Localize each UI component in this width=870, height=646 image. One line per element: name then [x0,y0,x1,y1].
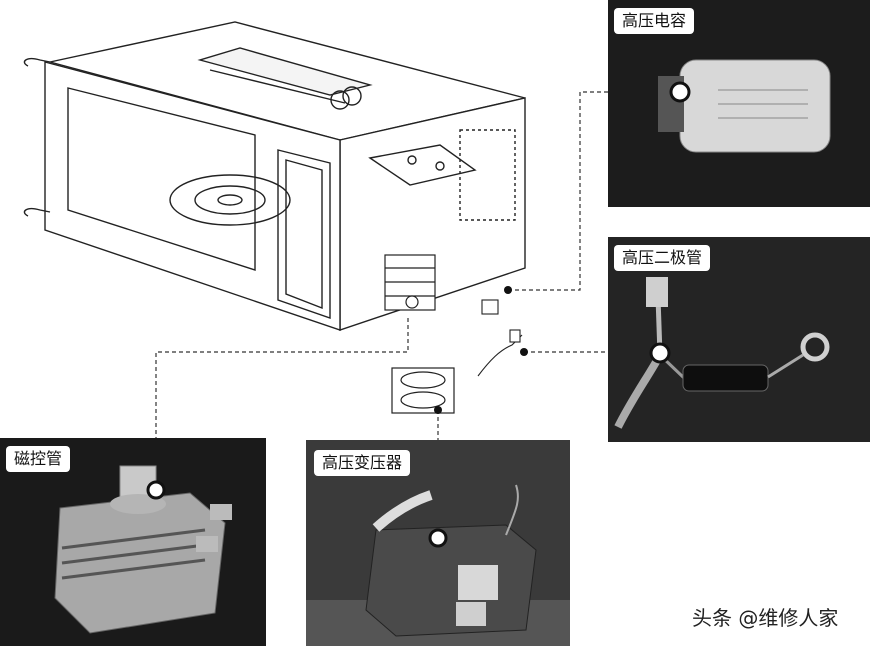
diode-label: 高压二极管 [614,245,711,271]
capacitor-photo: 高压电容 [608,0,870,207]
capacitor-label: 高压电容 [614,8,695,34]
diode-image [608,237,870,442]
magnetron-image [0,438,266,646]
magnetron-photo: 磁控管 [0,438,266,646]
small-parts-drawing [477,299,523,377]
capacitor-image [608,0,870,207]
transformer-drawing [391,367,455,414]
transformer-image [306,440,570,646]
transformer-photo: 高压变压器 [306,440,570,646]
diode-photo: 高压二极管 [608,237,870,442]
watermark-text: 头条 @维修人家 [692,606,839,630]
magnetron-label: 磁控管 [6,446,71,472]
transformer-label: 高压变压器 [314,450,411,476]
magnetron-drawing [384,254,436,311]
